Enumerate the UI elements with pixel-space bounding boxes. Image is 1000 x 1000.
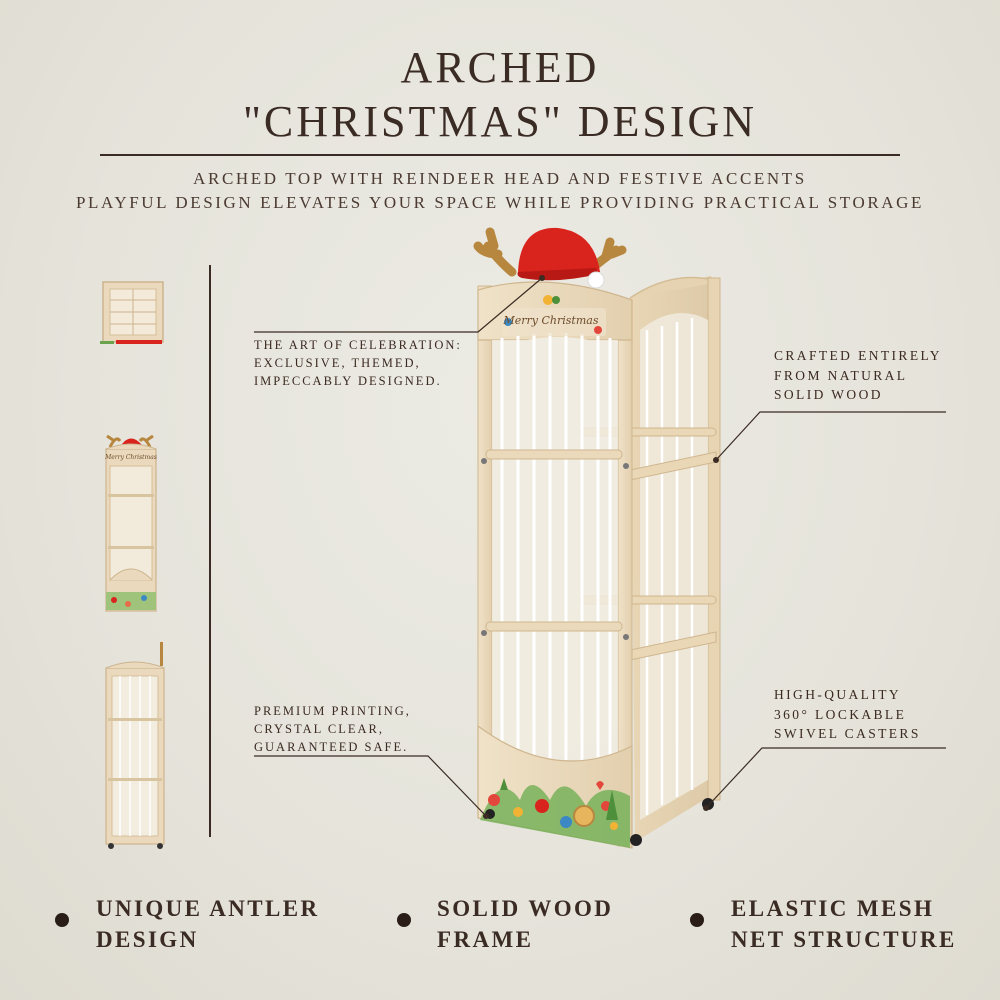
callout-casters: HIGH-QUALITY 360° LOCKABLE SWIVEL CASTER… (774, 685, 921, 744)
subtitle-line2: PLAYFUL DESIGN ELEVATES YOUR SPACE WHILE… (75, 193, 925, 212)
callout-casters-line2: 360° LOCKABLE (774, 706, 907, 722)
feature-wood-frame: SOLID WOOD FRAME (437, 893, 613, 955)
callout-celebration-line2: EXCLUSIVE, THEMED, (254, 356, 421, 370)
thumbnail-side-view (105, 642, 165, 849)
callout-wood: CRAFTED ENTIRELY FROM NATURAL SOLID WOOD (774, 346, 942, 405)
feature-mesh-line1: ELASTIC MESH (731, 896, 935, 921)
callout-leaders (254, 277, 946, 817)
callout-printing-line3: GUARANTEED SAFE. (254, 740, 409, 754)
thumbnail-front-view: Merry Christmas (104, 434, 157, 612)
subtitle-line1: ARCHED TOP WITH REINDEER HEAD AND FESTIV… (193, 169, 807, 188)
feature-antler-line1: UNIQUE ANTLER (96, 896, 320, 921)
santa-hat-icon (517, 227, 605, 289)
feature-antler-line2: DESIGN (96, 927, 199, 952)
callout-celebration-line1: THE ART OF CELEBRATION: (254, 338, 462, 352)
callout-wood-line2: FROM NATURAL (774, 367, 908, 383)
callout-wood-line3: SOLID WOOD (774, 387, 883, 402)
callout-printing: PREMIUM PRINTING, CRYSTAL CLEAR, GUARANT… (254, 702, 411, 756)
merry-christmas-sign: Merry Christmas (503, 314, 599, 327)
feature-bullet-icon (397, 913, 411, 927)
feature-wood-frame-line2: FRAME (437, 927, 534, 952)
page-title-line1: ARCHED (400, 43, 600, 92)
main-product-rack: Merry Christmas (473, 227, 721, 849)
floral-print (480, 778, 630, 848)
thumbnail-divider (209, 265, 211, 837)
callout-printing-line2: CRYSTAL CLEAR, (254, 722, 385, 736)
feature-bullet-icon (55, 913, 69, 927)
callout-wood-line1: CRAFTED ENTIRELY (774, 348, 942, 363)
feature-antler: UNIQUE ANTLER DESIGN (96, 893, 320, 955)
callout-printing-line1: PREMIUM PRINTING, (254, 704, 411, 718)
title-divider (100, 154, 900, 156)
feature-mesh: ELASTIC MESH NET STRUCTURE (731, 893, 957, 955)
antler-icon (473, 227, 627, 277)
svg-text:Merry Christmas: Merry Christmas (104, 454, 157, 461)
feature-bullet-icon (690, 913, 704, 927)
feature-wood-frame-line1: SOLID WOOD (437, 896, 614, 921)
callout-celebration: THE ART OF CELEBRATION: EXCLUSIVE, THEME… (254, 336, 462, 390)
feature-mesh-line2: NET STRUCTURE (731, 927, 957, 952)
thumbnail-top-view (100, 281, 164, 344)
callout-casters-line1: HIGH-QUALITY (774, 687, 902, 702)
callout-casters-line3: SWIVEL CASTERS (774, 726, 921, 741)
page-title-line2: "CHRISTMAS" DESIGN (242, 97, 758, 146)
callout-celebration-line3: IMPECCABLY DESIGNED. (254, 374, 442, 388)
